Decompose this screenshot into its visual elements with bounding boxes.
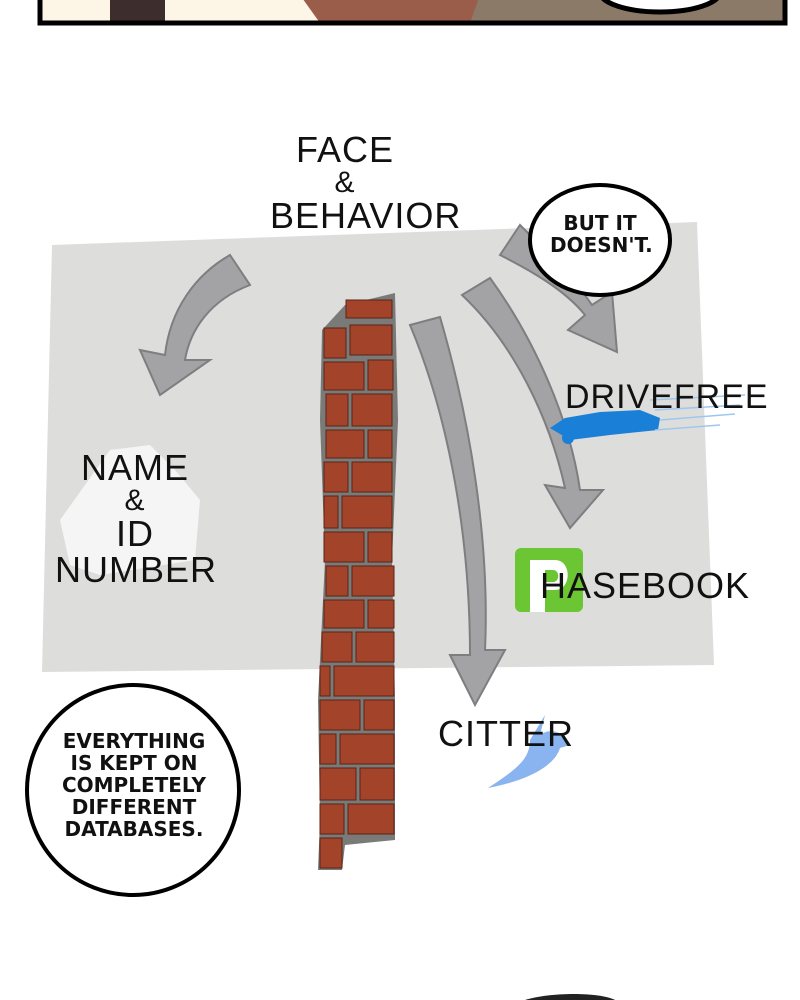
arrow-to-phasebook bbox=[460, 276, 606, 530]
drivefree-label: DriveFree bbox=[565, 378, 769, 416]
face-behavior-label: Face & Behavior bbox=[270, 129, 462, 236]
bubble-bottom-left-shape bbox=[25, 683, 241, 897]
phasebook-label: hasebook bbox=[540, 565, 751, 606]
arrow-to-citter bbox=[408, 315, 507, 708]
brick-wall bbox=[318, 293, 398, 870]
next-panel-hint bbox=[525, 994, 615, 1000]
label-line: ID Number bbox=[55, 513, 218, 590]
label-line: & bbox=[124, 484, 146, 517]
bubble-everything-kept: Everything is kept on completely differe… bbox=[61, 729, 207, 841]
name-id-label: Name & ID Number bbox=[55, 447, 218, 590]
hand-silhouette bbox=[60, 445, 200, 575]
bubble-top-right-shape bbox=[528, 183, 672, 297]
arrows bbox=[138, 223, 619, 708]
label-line: Face bbox=[295, 129, 395, 170]
citter-label: Citter bbox=[438, 713, 574, 754]
car-icon bbox=[550, 394, 746, 444]
previous-panel bbox=[37, 0, 788, 26]
label-line: Name bbox=[80, 447, 189, 488]
label-line: & bbox=[334, 166, 356, 199]
label-line: Behavior bbox=[270, 195, 462, 236]
phasebook-logo-icon bbox=[515, 548, 583, 612]
arrow-to-name bbox=[138, 253, 252, 397]
bubble-but-it-doesnt: But it doesn't. bbox=[550, 211, 653, 257]
bird-icon bbox=[488, 715, 570, 788]
